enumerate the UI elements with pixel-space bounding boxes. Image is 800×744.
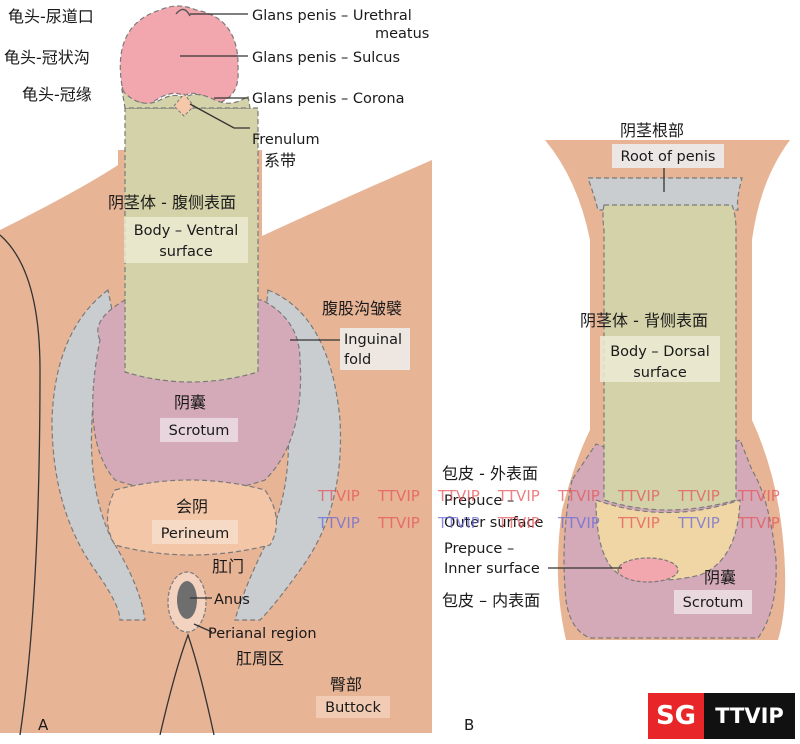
label-box-scrotum-b (674, 590, 752, 614)
watermark-text: TTVIP (737, 514, 780, 532)
label-inguinal-en-2: fold (344, 352, 371, 368)
prepuce-inner-surface (617, 557, 679, 583)
watermark-text: TTVIP (617, 514, 660, 532)
label-scrotum-a-en: Scrotum (169, 423, 230, 439)
watermark-row-1: TTVIP TTVIP TTVIP TTVIP TTVIP TTVIP TTVI… (317, 487, 780, 505)
label-scrotum-b-en: Scrotum (683, 595, 744, 611)
glans-penis (119, 5, 239, 105)
label-prepuce-inner-en-2: Inner surface (444, 561, 540, 577)
leader-frenulum (189, 103, 250, 129)
label-prepuce-outer-en-2: Outer surface (444, 515, 543, 531)
label-perianal-en: Perianal region (208, 626, 317, 642)
label-prepuce-inner-cn: 包皮 – 内表面 (442, 591, 540, 610)
plate-label-a: A (38, 716, 49, 734)
label-box-root (612, 144, 724, 168)
label-body-ventral-en-2: surface (159, 244, 213, 260)
label-box-body-dorsal (600, 336, 720, 382)
label-meatus-en-1: Glans penis – Urethral (252, 8, 412, 24)
inguinal-fold-left (51, 288, 146, 621)
label-buttock-en: Buttock (325, 700, 381, 716)
label-body-ventral-en-1: Body – Ventral (134, 223, 239, 239)
label-box-perineum (152, 520, 238, 544)
plate-label-b: B (464, 716, 474, 734)
label-body-dorsal-cn: 阴茎体 - 背侧表面 (580, 311, 708, 330)
urethral-meatus (175, 8, 191, 17)
body-outline-left (0, 150, 118, 230)
label-body-ventral-cn: 阴茎体 - 腹侧表面 (108, 193, 236, 212)
label-prepuce-inner-en-1: Prepuce – (444, 541, 514, 557)
watermark-text: TTVIP (677, 487, 720, 505)
label-inguinal-en-1: Inguinal (344, 332, 402, 348)
anus (177, 581, 197, 619)
label-body-dorsal-en-1: Body – Dorsal (610, 344, 710, 360)
label-box-inguinal (340, 328, 410, 370)
label-meatus-en-2: meatus (375, 26, 429, 42)
badge-ttvip: TTVIP (704, 693, 795, 739)
label-body-dorsal-en-2: surface (633, 365, 687, 381)
label-corona-en: Glans penis – Corona (252, 91, 404, 107)
label-buttock-cn: 臀部 (330, 675, 362, 694)
thigh-line-left (0, 234, 41, 736)
label-perineum-cn: 会阴 (176, 497, 208, 516)
panel-a: 龟头-尿道口 Glans penis – Urethral meatus 龟头-… (0, 5, 432, 736)
label-perianal-cn: 肛周区 (236, 649, 284, 668)
watermark-text: TTVIP (437, 514, 480, 532)
body-outline-right (262, 150, 432, 236)
leader-perianal (193, 623, 213, 633)
label-meatus-cn: 龟头-尿道口 (8, 7, 94, 26)
watermark-text: TTVIP (497, 514, 540, 532)
watermark-text: TTVIP (377, 487, 420, 505)
watermark-text: TTVIP (557, 487, 600, 505)
watermark-row-2: TTVIP TTVIP TTVIP TTVIP TTVIP TTVIP TTVI… (317, 514, 780, 532)
watermark-text: TTVIP (317, 487, 360, 505)
watermark-text: TTVIP (677, 514, 720, 532)
label-frenulum-en: Frenulum (252, 132, 320, 148)
label-box-buttock (316, 696, 390, 718)
watermark-text: TTVIP (377, 514, 420, 532)
label-anus-cn: 肛门 (212, 557, 244, 576)
watermark-text: TTVIP (557, 514, 600, 532)
label-root-en: Root of penis (621, 149, 716, 165)
watermark-text: TTVIP (437, 487, 480, 505)
label-frenulum-cn: 系带 (264, 151, 296, 170)
badge-sg: SG (648, 693, 704, 739)
label-box-body-ventral (124, 217, 248, 263)
label-corona-cn: 龟头-冠缘 (22, 85, 92, 104)
label-scrotum-a-cn: 阴囊 (174, 393, 206, 412)
gluteal-cleft (159, 633, 215, 736)
watermark-text: TTVIP (737, 487, 780, 505)
panel-b: 阴茎根部 Root of penis 阴茎体 - 背侧表面 Body – Dor… (442, 121, 790, 734)
label-box-scrotum-a (160, 418, 238, 442)
label-sulcus-en: Glans penis – Sulcus (252, 50, 400, 66)
label-inguinal-cn: 腹股沟皱襞 (322, 299, 402, 318)
label-sulcus-cn: 龟头-冠状沟 (4, 48, 90, 67)
inguinal-fold-right (234, 289, 342, 621)
label-perineum-en: Perineum (161, 526, 230, 542)
root-of-penis-band (587, 177, 743, 211)
label-prepuce-outer-cn: 包皮 - 外表面 (442, 464, 538, 483)
label-root-cn: 阴茎根部 (620, 121, 684, 140)
watermark-text: TTVIP (497, 487, 540, 505)
watermark-badge: SG TTVIP (648, 693, 795, 739)
label-scrotum-b-cn: 阴囊 (704, 568, 736, 587)
watermark-text: TTVIP (317, 514, 360, 532)
label-anus-en: Anus (214, 592, 250, 608)
label-prepuce-outer-en-1: Prepuce – (444, 493, 514, 509)
watermark-text: TTVIP (617, 487, 660, 505)
